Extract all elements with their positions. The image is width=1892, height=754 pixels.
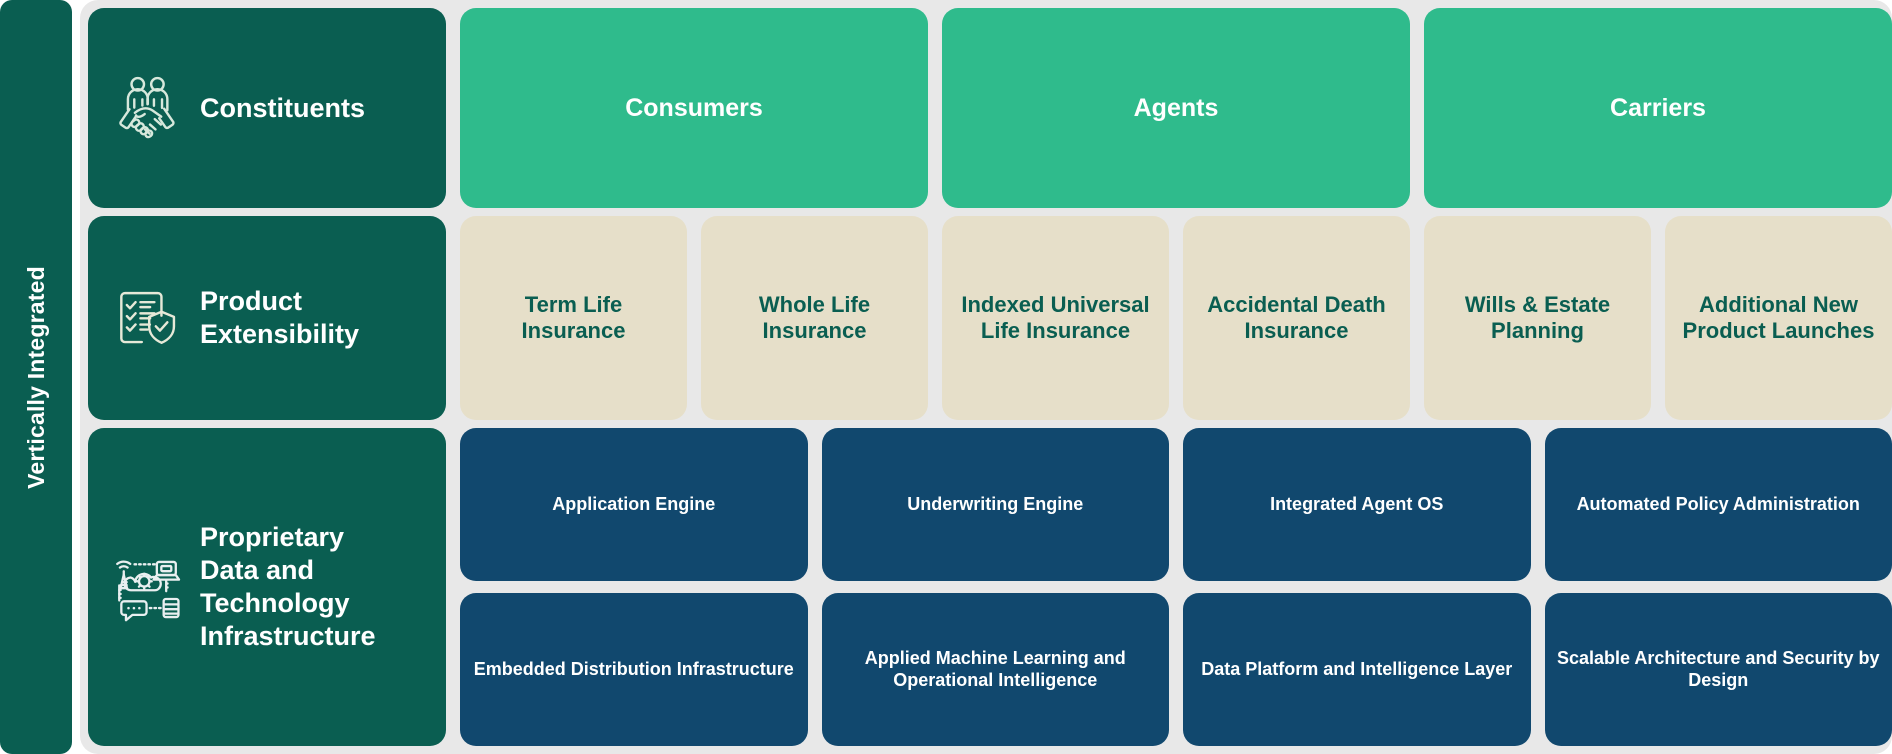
row-label-line: Product xyxy=(200,286,303,317)
row-constituents: Constituents Consumers Agents Carriers xyxy=(88,8,1892,208)
infrastructure-cards-top: Application Engine Underwriting Engine I… xyxy=(460,428,1892,581)
product-card[interactable]: Indexed Universal Life Insurance xyxy=(942,216,1169,420)
handshake-partners-icon xyxy=(110,71,184,145)
constituent-card[interactable]: Consumers xyxy=(460,8,928,208)
infrastructure-cards-bottom: Embedded Distribution Infrastructure App… xyxy=(460,593,1892,746)
cloud-network-tech-icon xyxy=(110,550,184,624)
rail-label: Vertically Integrated xyxy=(22,265,49,489)
product-card[interactable]: Wills & Estate Planning xyxy=(1424,216,1651,420)
row-label-line: Technology xyxy=(200,588,350,618)
product-card[interactable]: Term Life Insurance xyxy=(460,216,687,420)
infrastructure-card[interactable]: Scalable Architecture and Security by De… xyxy=(1544,593,1892,746)
row-label-line: Extensibility xyxy=(200,319,360,349)
product-card[interactable]: Accidental Death Insurance xyxy=(1183,216,1410,420)
infrastructure-card[interactable]: Applied Machine Learning and Operational… xyxy=(821,593,1169,746)
row-infrastructure: Proprietary Data and Technology Infrastr… xyxy=(88,428,1892,746)
product-card[interactable]: Additional New Product Launches xyxy=(1665,216,1892,420)
row-label-constituents-text: Constituents xyxy=(200,92,365,123)
row-label-line: Proprietary xyxy=(200,522,345,553)
infrastructure-card[interactable]: Data Platform and Intelligence Layer xyxy=(1183,593,1531,746)
row-label-infrastructure-text: Proprietary Data and Technology Infrastr… xyxy=(200,521,376,653)
row-label-line: Data and xyxy=(200,555,315,586)
row-label-infrastructure[interactable]: Proprietary Data and Technology Infrastr… xyxy=(88,428,446,746)
vertically-integrated-rail: Vertically Integrated xyxy=(0,0,72,754)
row-product-extensibility: Product Extensibility Term Life Insuranc… xyxy=(88,216,1892,420)
row-label-constituents[interactable]: Constituents xyxy=(88,8,446,208)
product-cards: Term Life Insurance Whole Life Insurance… xyxy=(460,216,1892,420)
diagram-panel: Constituents Consumers Agents Carriers xyxy=(80,0,1892,754)
infrastructure-card[interactable]: Automated Policy Administration xyxy=(1544,428,1892,581)
constituent-cards: Consumers Agents Carriers xyxy=(460,8,1892,208)
infrastructure-card[interactable]: Underwriting Engine xyxy=(821,428,1169,581)
row-label-product-extensibility[interactable]: Product Extensibility xyxy=(88,216,446,420)
infrastructure-card[interactable]: Integrated Agent OS xyxy=(1183,428,1531,581)
infrastructure-card[interactable]: Application Engine xyxy=(460,428,808,581)
infrastructure-card[interactable]: Embedded Distribution Infrastructure xyxy=(460,593,808,746)
infrastructure-cards: Application Engine Underwriting Engine I… xyxy=(460,428,1892,746)
constituent-card[interactable]: Carriers xyxy=(1424,8,1892,208)
checklist-shield-icon xyxy=(110,281,184,355)
row-label-line: Infrastructure xyxy=(200,620,376,651)
diagram-rows: Constituents Consumers Agents Carriers xyxy=(88,8,1892,746)
constituent-card[interactable]: Agents xyxy=(942,8,1410,208)
product-card[interactable]: Whole Life Insurance xyxy=(701,216,928,420)
row-label-product-extensibility-text: Product Extensibility xyxy=(200,285,359,351)
